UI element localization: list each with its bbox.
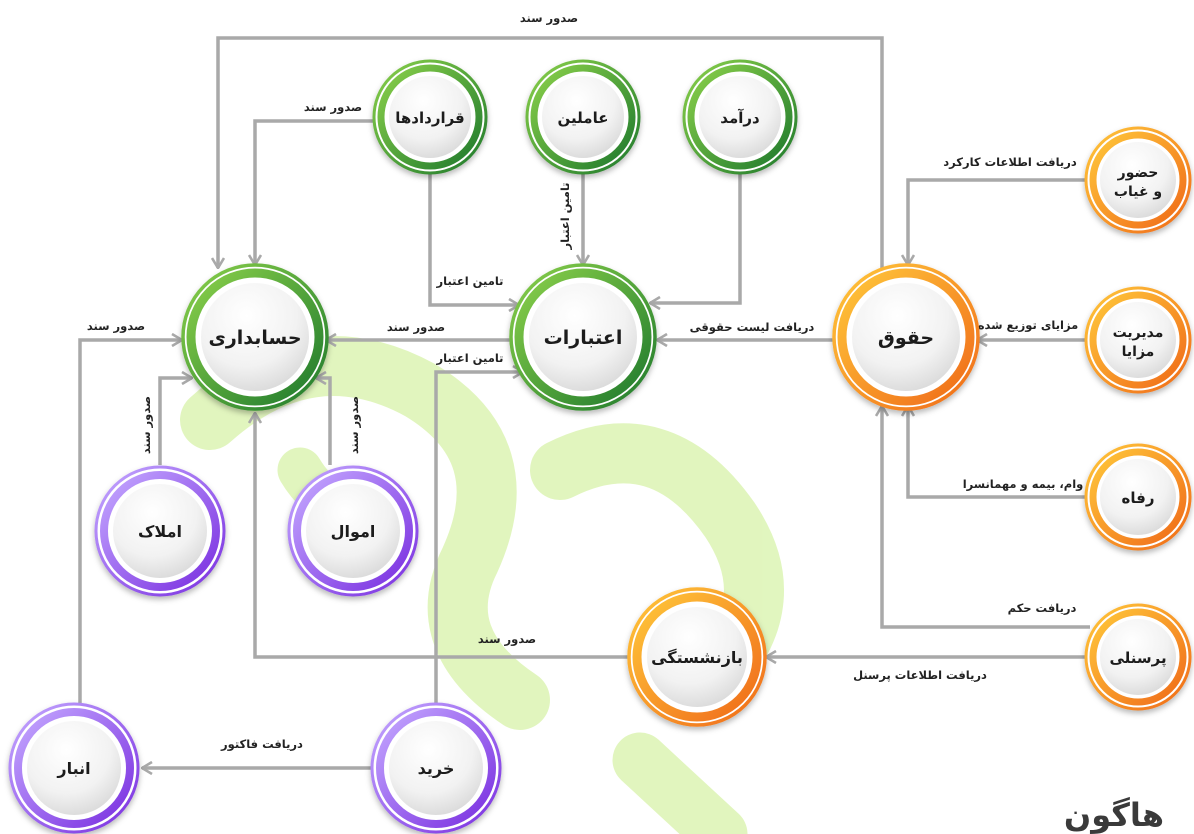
label-refah-vam: وام، بیمه و مهمانسرا bbox=[963, 477, 1084, 492]
conn-hozur-hoghogh bbox=[908, 178, 1090, 265]
node-modiriat-label-2: مزایا bbox=[1122, 344, 1155, 360]
conn-gharardad-etebarat bbox=[428, 168, 519, 305]
node-gharardadha[interactable]: قراردادها bbox=[372, 59, 488, 175]
connectors bbox=[78, 36, 1090, 768]
conn-personeli-hoghogh bbox=[882, 406, 1090, 629]
node-anbar-label: انبار bbox=[56, 759, 90, 778]
label-amelin-tamin: تامین اعتبار bbox=[558, 183, 572, 251]
node-amelin[interactable]: عاملین bbox=[525, 59, 641, 175]
node-hozur-label-2: و غیاب bbox=[1114, 184, 1162, 200]
node-daramad[interactable]: درآمد bbox=[682, 59, 798, 175]
conn-refah-hoghogh bbox=[908, 406, 1090, 499]
node-etebarat[interactable]: اعتبارات bbox=[509, 263, 657, 411]
label-amlak-sanad: صدور سند bbox=[139, 396, 154, 454]
label-personeli-info: دریافت اطلاعات پرسنل bbox=[853, 668, 987, 682]
node-hoghogh-label: حقوق bbox=[878, 327, 934, 349]
label-amval-sanad: صدور سند bbox=[347, 396, 362, 454]
node-amelin-label: عاملین bbox=[558, 109, 609, 127]
edge-labels: صدور سند صدور سند تامین اعتبار تامین اعت… bbox=[87, 11, 1083, 752]
node-bazneshastegi-label: بازنشستگی bbox=[651, 648, 743, 667]
conn-anbar-hesabdari bbox=[78, 340, 182, 705]
label-etebarat-sanad: صدور سند bbox=[387, 320, 445, 335]
conn-amval-hesabdari bbox=[316, 378, 332, 465]
label-kharid-factor: دریافت فاکتور bbox=[220, 737, 303, 752]
label-bazneshastegi-sanad: صدور سند bbox=[478, 632, 536, 647]
node-etebarat-label: اعتبارات bbox=[544, 327, 623, 349]
node-hozur-label-1: حضور bbox=[1117, 165, 1159, 181]
conn-hoghogh-hesabdari-top bbox=[218, 36, 884, 268]
label-personeli-hokm: دریافت حکم bbox=[1008, 601, 1077, 615]
conn-gharardad-hesabdari bbox=[255, 119, 377, 265]
brand-logo: هاگون bbox=[1064, 796, 1164, 834]
node-modiriat-mazaya[interactable]: مدیریت مزایا bbox=[1084, 286, 1192, 394]
label-mazaya-tozi: مزایای توزیع شده bbox=[978, 318, 1078, 333]
node-amval[interactable]: اموال bbox=[287, 465, 419, 597]
node-personeli-label: پرسنلی bbox=[1109, 649, 1166, 668]
node-refah-label: رفاه bbox=[1122, 489, 1155, 507]
node-anbar[interactable]: انبار bbox=[8, 702, 140, 834]
node-hesabdari-label: حسابداری bbox=[208, 327, 301, 349]
label-hoghogh-list: دریافت لیست حقوقی bbox=[690, 320, 815, 335]
node-amval-label: اموال bbox=[331, 522, 376, 541]
node-gharardadha-label: قراردادها bbox=[395, 109, 465, 127]
node-bazneshastegi[interactable]: بازنشستگی bbox=[627, 587, 767, 727]
conn-daramad-etebarat bbox=[650, 170, 742, 303]
node-kharid-label: خرید bbox=[418, 759, 455, 778]
node-modiriat-label-1: مدیریت bbox=[1113, 325, 1164, 341]
label-gharardad-sanad: صدور سند bbox=[304, 100, 362, 115]
node-amlak[interactable]: املاک bbox=[94, 465, 226, 597]
label-kharid-tamin: تامین اعتبار bbox=[436, 351, 504, 365]
label-gharardad-tamin: تامین اعتبار bbox=[436, 274, 504, 288]
node-kharid[interactable]: خرید bbox=[370, 702, 502, 834]
label-anbar-sanad: صدور سند bbox=[87, 319, 145, 334]
brand-logo-text: هاگون bbox=[1064, 796, 1164, 834]
label-top-sanad: صدور سند bbox=[520, 11, 578, 26]
node-refah[interactable]: رفاه bbox=[1084, 443, 1192, 551]
conn-amlak-hesabdari bbox=[158, 378, 192, 465]
label-hozur-info: دریافت اطلاعات کارکرد bbox=[943, 155, 1077, 169]
node-daramad-label: درآمد bbox=[720, 109, 760, 127]
node-personeli[interactable]: پرسنلی bbox=[1084, 603, 1192, 711]
node-hoghogh[interactable]: حقوق bbox=[832, 263, 980, 411]
node-hozur[interactable]: حضور و غیاب bbox=[1084, 126, 1192, 234]
node-hesabdari[interactable]: حسابداری bbox=[181, 263, 329, 411]
conn-bazneshastegi-hesabdari bbox=[255, 413, 628, 659]
node-amlak-label: املاک bbox=[138, 522, 182, 541]
conn-kharid-etebarat bbox=[434, 372, 523, 705]
